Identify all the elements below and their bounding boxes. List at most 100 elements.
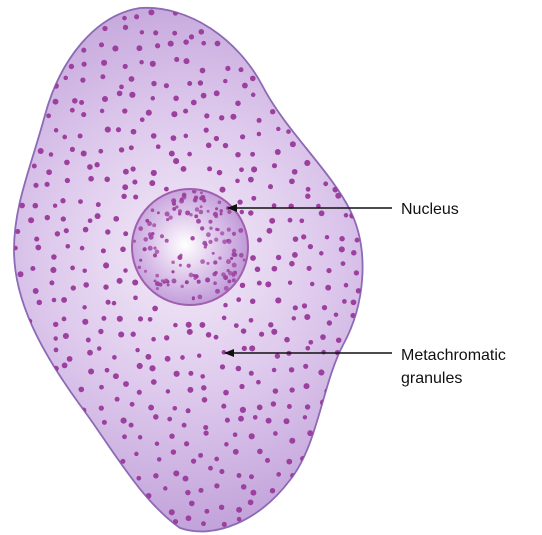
granule-dot (349, 196, 355, 202)
granule-dot (120, 247, 126, 253)
granule-dot (276, 472, 281, 477)
granule-dot (250, 27, 256, 33)
granule-dot (327, 469, 331, 473)
granule-dot (28, 519, 33, 524)
granule-dot (101, 60, 107, 66)
granule-dot (201, 385, 206, 390)
granule-dot (358, 144, 363, 149)
granule-dot (112, 301, 117, 306)
granule-dot (94, 162, 99, 167)
granule-dot (286, 129, 291, 134)
granule-dot (82, 425, 87, 430)
nucleus-granule-dot (200, 226, 204, 230)
granule-dot (43, 404, 49, 410)
granule-dot (18, 330, 24, 336)
nucleus-granule-dot (214, 271, 218, 275)
granule-dot (225, 66, 230, 71)
granule-dot (203, 430, 208, 435)
granule-dot (54, 471, 58, 475)
granule-dot (18, 60, 23, 65)
granule-dot (67, 356, 73, 362)
granule-dot (167, 417, 172, 422)
nucleus-granule-dot (218, 256, 221, 259)
granule-dot (106, 300, 111, 305)
granule-dot (69, 435, 74, 440)
nucleus-granule-dot (179, 199, 184, 204)
granule-dot (44, 432, 50, 438)
granule-dot (123, 169, 129, 175)
granule-dot (19, 203, 25, 209)
granule-dot (134, 14, 139, 19)
granule-dot (359, 385, 364, 390)
granule-dot (88, 368, 94, 374)
granule-dot (360, 79, 365, 84)
granule-dot (302, 66, 308, 72)
nucleus-granule-dot (206, 232, 211, 237)
granule-dot (95, 457, 101, 463)
granule-dot (49, 62, 54, 67)
granule-dot (151, 133, 157, 139)
granule-dot (172, 31, 177, 36)
granule-dot (191, 100, 197, 106)
granule-dot (81, 48, 86, 53)
granule-dot (265, 458, 270, 463)
granule-dot (191, 458, 196, 463)
granule-dot (270, 109, 275, 114)
granule-dot (78, 387, 84, 393)
granule-dot (324, 82, 329, 87)
granule-dot (249, 345, 255, 351)
granule-dot (356, 288, 361, 293)
granule-dot (69, 64, 74, 69)
granule-dot (307, 430, 313, 436)
granule-dot (61, 216, 66, 221)
nucleus-granule-dot (156, 287, 159, 290)
granule-dot (265, 281, 271, 287)
granule-dot (86, 510, 92, 516)
granule-dot (18, 482, 23, 487)
granule-dot (351, 466, 356, 471)
granule-dot (82, 62, 87, 67)
granule-dot (86, 338, 91, 343)
granule-dot (350, 129, 355, 134)
granule-dot (268, 40, 274, 46)
granule-dot (289, 387, 294, 392)
granule-dot (338, 117, 343, 122)
granule-dot (169, 509, 175, 515)
granule-dot (274, 505, 279, 510)
granule-dot (250, 152, 255, 157)
granule-dot (288, 6, 294, 12)
granule-dot (219, 469, 224, 474)
granule-dot (169, 151, 175, 157)
granule-dot (184, 441, 189, 446)
granule-dot (37, 374, 42, 379)
granule-dot (46, 113, 51, 118)
granule-dot (140, 117, 145, 122)
granule-dot (187, 329, 193, 335)
granule-dot (201, 521, 206, 526)
granule-dot (183, 58, 189, 64)
granule-dot (87, 8, 92, 13)
granule-dot (140, 30, 144, 34)
granule-dot (293, 305, 298, 310)
granule-dot (325, 31, 331, 37)
granule-dot (78, 522, 83, 527)
granule-dot (189, 8, 194, 13)
granule-dot (300, 93, 305, 98)
granule-dot (101, 486, 106, 491)
nucleus-granule-dot (227, 280, 231, 284)
nucleus-granule-dot (198, 295, 203, 300)
nucleus-granule-dot (187, 264, 191, 268)
granule-dot (250, 299, 256, 305)
granule-dot (308, 244, 313, 249)
nucleus-granule-dot (212, 252, 215, 255)
nucleus-granule-dot (193, 198, 198, 203)
nucleus-granule-dot (139, 259, 142, 262)
granule-dot (257, 63, 263, 69)
granule-dot (115, 397, 120, 402)
granule-dot (336, 74, 341, 79)
granule-dot (183, 109, 188, 114)
granule-dot (82, 305, 86, 309)
nucleus-granule-dot (227, 210, 231, 214)
granule-dot (171, 135, 177, 141)
granule-dot (220, 187, 226, 193)
